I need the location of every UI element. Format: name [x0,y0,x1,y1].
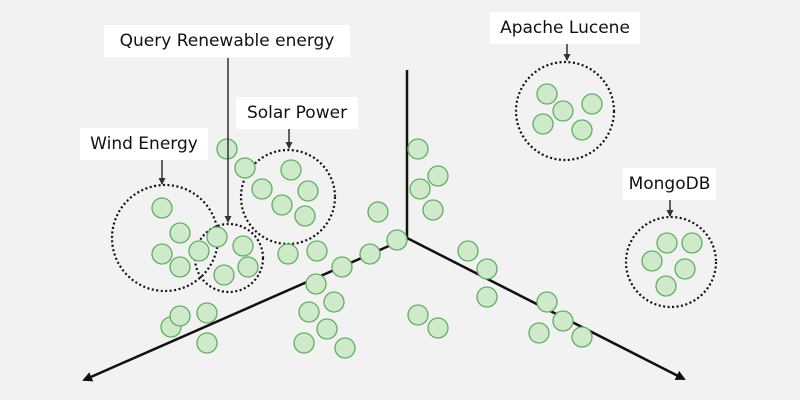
vector-point [422,199,444,221]
vector-point [331,256,353,278]
vector-point [409,178,431,200]
vector-point [294,205,316,227]
vector-point [196,302,218,324]
vector-point [552,100,574,122]
vector-point [641,250,663,272]
vector-point [316,318,338,340]
vector-point [151,197,173,219]
vector-point [571,119,593,141]
vector-point [457,240,479,262]
vector-point [528,322,550,344]
vector-point [359,243,381,265]
vector-point [206,226,228,248]
vector-point [536,83,558,105]
vector-point [552,310,574,332]
vector-point [323,291,345,313]
vector-point [536,291,558,313]
label-wind-energy: Wind Energy [80,128,208,160]
vector-point [293,332,315,354]
vector-point [277,243,299,265]
vector-point [581,93,603,115]
vector-point [237,256,259,278]
vector-point [655,275,677,297]
vector-point [407,304,429,326]
axis-x [82,236,408,382]
vector-point [681,232,703,254]
vector-point [196,332,218,354]
label-mongodb: MongoDB [623,168,716,200]
vector-point [298,301,320,323]
label-apache-lucene: Apache Lucene [490,12,640,44]
vector-point [674,258,696,280]
vector-point [234,157,256,179]
vector-point [305,273,327,295]
vector-point [280,159,302,181]
vector-point [427,165,449,187]
cluster-mongodb [624,215,718,309]
vector-point [656,232,678,254]
label-query: Query Renewable energy [104,25,350,57]
vector-point [169,256,191,278]
vector-point [386,229,408,251]
vector-point [151,243,173,265]
vector-point [251,178,273,200]
vector-point [476,258,498,280]
vector-point [271,194,293,216]
vector-point [213,264,235,286]
vector-point [367,201,389,223]
vector-point [334,337,356,359]
vector-point [188,240,210,262]
vector-point [306,240,328,262]
vector-point [571,326,593,348]
vector-point [476,286,498,308]
vector-point [216,138,238,160]
cluster-query [193,222,265,294]
vector-point [169,305,191,327]
vector-point [532,113,554,135]
vector-point [427,317,449,339]
vector-point [169,222,191,244]
label-solar-power: Solar Power [236,97,358,129]
vector-point [407,138,429,160]
vector-point [232,235,254,257]
vector-point [297,180,319,202]
cluster-apache-lucene [514,60,616,162]
